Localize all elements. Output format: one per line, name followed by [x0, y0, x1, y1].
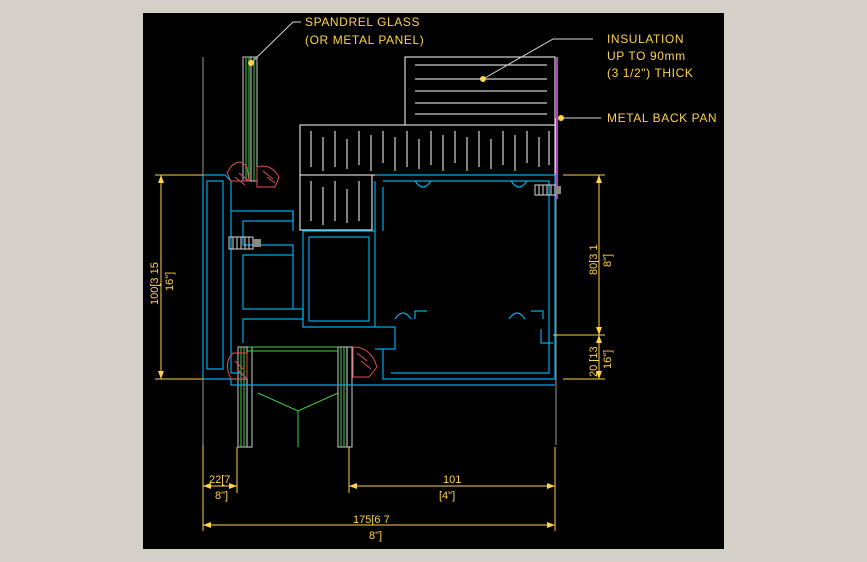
aluminum-frame — [202, 174, 556, 386]
dimension-arrows — [158, 175, 602, 528]
leader-dots — [248, 60, 564, 121]
label-insulation-line3: (3 1/2") THICK — [607, 66, 693, 80]
dim-left-height-line2: 16"] — [164, 272, 176, 291]
leader-lines — [250, 21, 601, 119]
dim-bottom-total-line1: 175[6 7 — [353, 514, 390, 526]
label-insulation-line2: UP TO 90mm — [607, 49, 686, 63]
dim-right-upper-line1: 80[3 1 — [588, 244, 600, 275]
screw-right — [534, 184, 561, 196]
dim-bottom-mid-line2: [4"] — [439, 490, 455, 502]
label-insulation-line1: INSULATION — [607, 32, 684, 46]
spandrel-glass-lower — [237, 346, 353, 448]
insulation-hatch — [299, 124, 556, 231]
spandrel-glass-upper — [242, 56, 258, 182]
dim-right-lower-line1: 20 [13 — [588, 346, 600, 377]
screw-left — [228, 236, 261, 250]
dim-bottom-small-line1: 22[7 — [209, 474, 230, 486]
vision-glass-block — [247, 346, 339, 447]
gaskets — [226, 161, 378, 380]
dim-bottom-total-line2: 8"] — [369, 530, 382, 542]
reference-lines — [202, 57, 557, 445]
label-spandrel-line1: SPANDREL GLASS — [305, 15, 420, 29]
cad-drawing-canvas: SPANDREL GLASS (OR METAL PANEL) INSULATI… — [143, 13, 724, 549]
dim-right-lower-line2: 16"] — [602, 350, 614, 369]
insulation-board — [404, 56, 556, 126]
label-spandrel-line2: (OR METAL PANEL) — [305, 33, 424, 47]
dim-bottom-mid-line1: 101 — [443, 474, 461, 486]
dim-left-height-line1: 100[3 15 — [149, 262, 161, 305]
label-metal-back-pan: METAL BACK PAN — [607, 111, 717, 125]
curtain-wall-section-drawing: SPANDREL GLASS (OR METAL PANEL) INSULATI… — [149, 15, 717, 542]
dim-bottom-small-line2: 8"] — [215, 490, 228, 502]
dim-right-upper-line2: 8"] — [602, 254, 614, 267]
